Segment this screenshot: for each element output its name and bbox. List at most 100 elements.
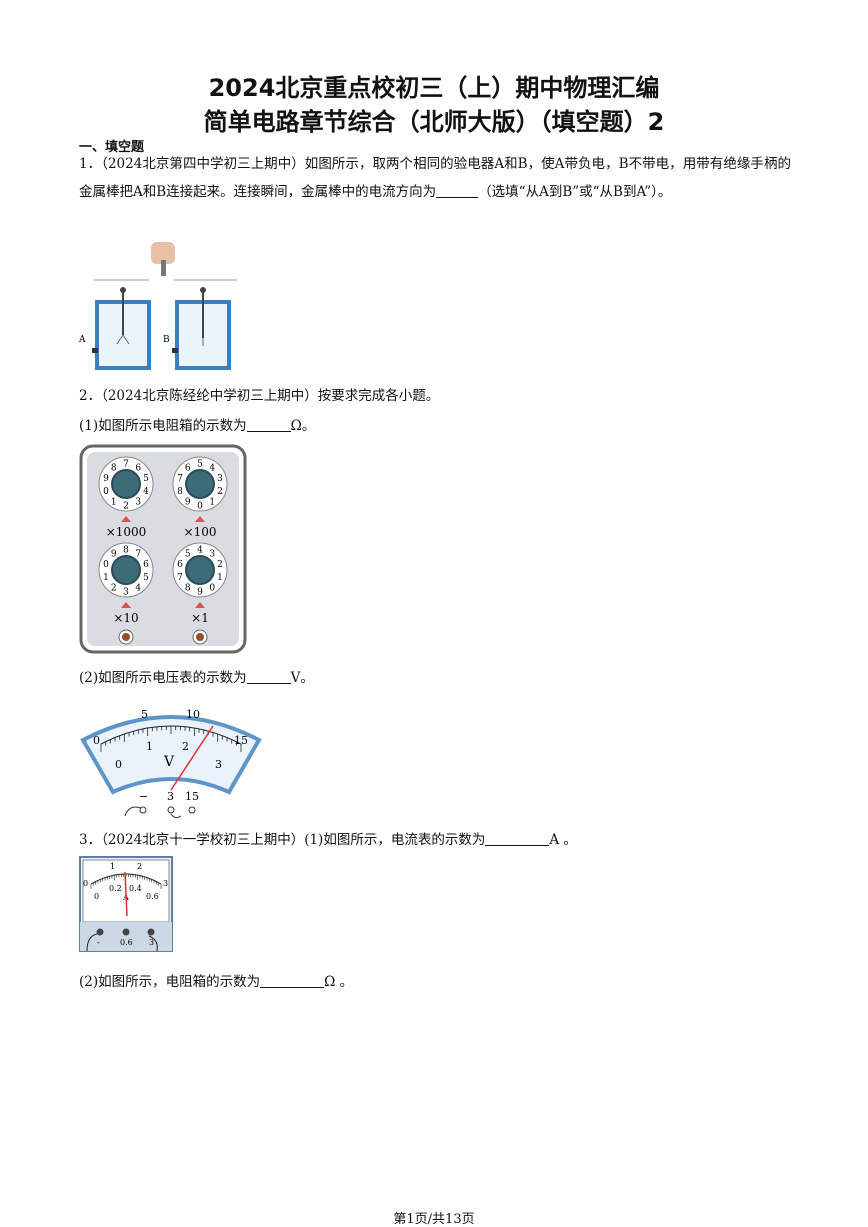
question-1: 1．（2024北京第四中学初三上期中）如图所示，取两个相同的验电器A和B，使A带… — [79, 150, 791, 206]
ammeter-terminal-minus: - — [97, 938, 100, 947]
dial-digit: 1 — [217, 573, 223, 583]
dial-digit: 9 — [185, 498, 191, 508]
ammeter-terminal-3: 3 — [149, 938, 154, 947]
dial-multiplier: ×10 — [113, 611, 138, 625]
dial-digit: 5 — [197, 460, 203, 470]
question-3-part1-unit: A 。 — [549, 832, 577, 848]
electroscope-a-label: A — [79, 335, 86, 345]
ammeter-upper-1: 1 — [110, 862, 115, 871]
ammeter-upper-0: 0 — [83, 879, 88, 888]
ammeter-lower-0-6: 0.6 — [146, 892, 159, 901]
dial-digit: 6 — [135, 464, 141, 474]
voltmeter-terminal-minus: − — [139, 790, 148, 803]
dial-digit: 4 — [135, 584, 141, 594]
electroscope-figure: A B — [78, 240, 239, 379]
dial-digit: 3 — [123, 588, 129, 598]
dial-digit: 6 — [143, 560, 149, 570]
dial-digit: 9 — [111, 550, 117, 560]
voltmeter-figure: 0 5 10 15 0 1 2 3 V − 3 15 — [79, 700, 263, 824]
question-1-text: 1．（2024北京第四中学初三上期中）如图所示，取两个相同的验电器A和B，使A带… — [79, 156, 791, 200]
dial-digit: 4 — [209, 464, 215, 474]
question-2-part1: (1)如图所示电阻箱的示数为 Ω。 — [79, 414, 315, 434]
ammeter-upper-3: 3 — [163, 879, 168, 888]
dial-digit: 0 — [197, 502, 203, 512]
question-3-part2-unit: Ω 。 — [324, 974, 354, 990]
dial-digit: 2 — [217, 560, 223, 570]
ammeter-lower-0-2: 0.2 — [109, 884, 122, 893]
voltmeter-needle — [170, 725, 214, 791]
question-1-text-end: （选填“从A到B”或“从B到A”）。 — [478, 184, 672, 200]
dial-digit: 2 — [217, 487, 223, 497]
question-2-part2-unit: V。 — [290, 670, 314, 686]
dial-pointer — [121, 516, 131, 522]
question-2-part1-text: (1)如图所示电阻箱的示数为 — [79, 418, 247, 434]
dial-digit: 1 — [209, 498, 215, 508]
dial-pointer — [121, 602, 131, 608]
dial-digit: 1 — [111, 498, 117, 508]
question-2-part2-text: (2)如图所示电压表的示数为 — [79, 670, 247, 686]
dial-digit: 1 — [103, 573, 109, 583]
dial-digit: 4 — [143, 487, 149, 497]
voltmeter-lower-1: 1 — [146, 740, 153, 753]
question-2-intro: 2．（2024北京陈经纶中学初三上期中）按要求完成各小题。 — [79, 388, 440, 404]
answer-blank[interactable] — [485, 831, 550, 846]
voltmeter-lower-3: 3 — [215, 758, 222, 771]
dial-digit: 8 — [177, 487, 183, 497]
voltmeter-lower-0: 0 — [115, 758, 122, 771]
dial-pointer — [195, 516, 205, 522]
answer-blank[interactable] — [246, 417, 291, 432]
question-2-part2: (2)如图所示电压表的示数为 V。 — [79, 666, 314, 686]
answer-blank[interactable] — [436, 183, 479, 198]
voltmeter-terminal-15: 15 — [185, 790, 199, 803]
dial-digit: 0 — [103, 487, 109, 497]
electroscope-b-label: B — [163, 335, 170, 345]
voltmeter-upper-10: 10 — [186, 708, 200, 721]
question-2-part1-unit: Ω。 — [290, 418, 316, 434]
page-title-line1: 2024北京重点校初三（上）期中物理汇编 — [208, 74, 660, 102]
ammeter-upper-2: 2 — [137, 862, 142, 871]
dial-digit: 4 — [197, 546, 203, 556]
dial-digit: 2 — [123, 502, 129, 512]
dial-digit: 7 — [177, 573, 183, 583]
question-3-part1: 3．（2024北京十一学校初三上期中）(1)如图所示，电流表的示数为 A 。 — [79, 828, 577, 848]
answer-blank[interactable] — [246, 669, 291, 684]
voltmeter-terminal-3: 3 — [167, 790, 174, 803]
voltmeter-upper-0: 0 — [93, 734, 100, 747]
dial-digit: 2 — [111, 584, 117, 594]
dial-multiplier: ×1000 — [106, 525, 147, 539]
ammeter-figure: 0 1 2 3 0 0.2 0.4 0.6 A - 0.6 3 — [79, 856, 173, 956]
ammeter-lower-0-4: 0.4 — [129, 884, 142, 893]
dial-digit: 5 — [143, 573, 149, 583]
dial-pointer — [195, 602, 205, 608]
dial-digit: 0 — [103, 560, 109, 570]
dial-digit: 8 — [123, 546, 129, 556]
dial-digit: 7 — [177, 474, 183, 484]
question-3-part2-text: (2)如图所示，电阻箱的示数为 — [79, 974, 261, 990]
dial-digit: 3 — [217, 474, 223, 484]
dial-digit: 3 — [209, 550, 215, 560]
dial-digit: 9 — [197, 588, 203, 598]
question-3-part1-text: 3．（2024北京十一学校初三上期中）(1)如图所示，电流表的示数为 — [79, 832, 486, 848]
dial-digit: 7 — [135, 550, 141, 560]
voltmeter-lower-2: 2 — [182, 740, 189, 753]
voltmeter-upper-15: 15 — [234, 734, 248, 747]
ammeter-terminal-0-6: 0.6 — [120, 938, 133, 947]
ammeter-needle — [124, 871, 128, 917]
voltmeter-unit: V — [163, 754, 175, 770]
question-3-part2: (2)如图所示，电阻箱的示数为 Ω 。 — [79, 970, 353, 990]
dial-digit: 7 — [123, 460, 129, 470]
dial-digit: 5 — [185, 550, 191, 560]
section-heading: 一、填空题 — [79, 140, 145, 155]
dial-digit: 8 — [111, 464, 117, 474]
answer-blank[interactable] — [260, 973, 325, 988]
dial-digit: 5 — [143, 474, 149, 484]
dial-digit: 0 — [209, 584, 215, 594]
page-footer: 第1页/共13页 — [393, 1212, 475, 1227]
ammeter-lower-0: 0 — [94, 892, 99, 901]
dial-digit: 8 — [185, 584, 191, 594]
